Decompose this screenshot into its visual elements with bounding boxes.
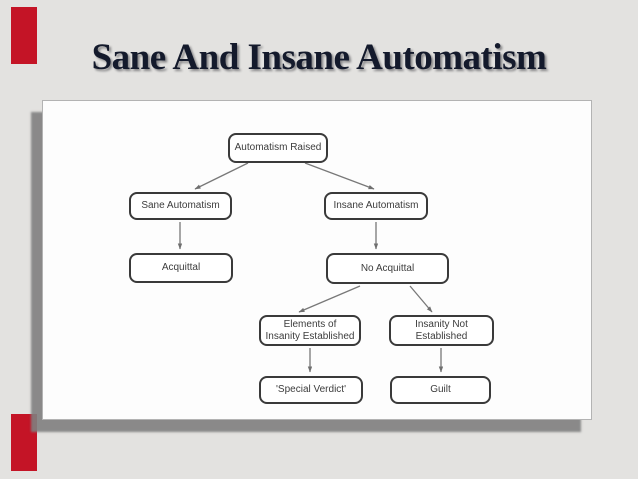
slide-title: Sane And Insane Automatism (91, 37, 547, 78)
arrow-noacquittal-to-insanitynot (409, 285, 433, 313)
flowchart-node-guilt: Guilt (390, 376, 491, 404)
node-label: Guilt (430, 384, 451, 396)
flowchart-arrows (177, 162, 444, 373)
flowchart-node-acquittal: Acquittal (129, 253, 233, 283)
arrow-noacquittal-to-elements (298, 285, 361, 313)
node-label: 'Special Verdict' (276, 384, 346, 396)
node-label: Insane Automatism (333, 200, 419, 212)
node-label: Automatism Raised (234, 142, 322, 154)
flowchart-node-insane-automatism: Insane Automatism (324, 192, 428, 220)
arrow-raised-to-sane (194, 162, 249, 190)
flowchart-node-automatism-raised: Automatism Raised (228, 133, 328, 163)
node-label: Sane Automatism (141, 200, 220, 212)
flowchart-node-sane-automatism: Sane Automatism (129, 192, 232, 220)
node-label: Acquittal (161, 262, 201, 274)
red-accent-bar-top (11, 7, 37, 64)
node-label: No Acquittal (360, 262, 415, 274)
flowchart-node-special-verdict: 'Special Verdict' (259, 376, 363, 404)
flowchart-node-insanity-not-established: Insanity Not Established (389, 315, 494, 346)
flowchart-panel: Automatism Raised Sane Automatism Insane… (42, 100, 592, 420)
flowchart-node-elements-of-insanity-established: Elements of Insanity Established (259, 315, 361, 346)
flowchart-node-no-acquittal: No Acquittal (326, 253, 449, 284)
node-label: Insanity Not Established (415, 319, 468, 342)
arrow-raised-to-insane (304, 162, 375, 190)
red-accent-bar-bottom (11, 414, 37, 471)
node-label: Elements of Insanity Established (265, 319, 355, 342)
